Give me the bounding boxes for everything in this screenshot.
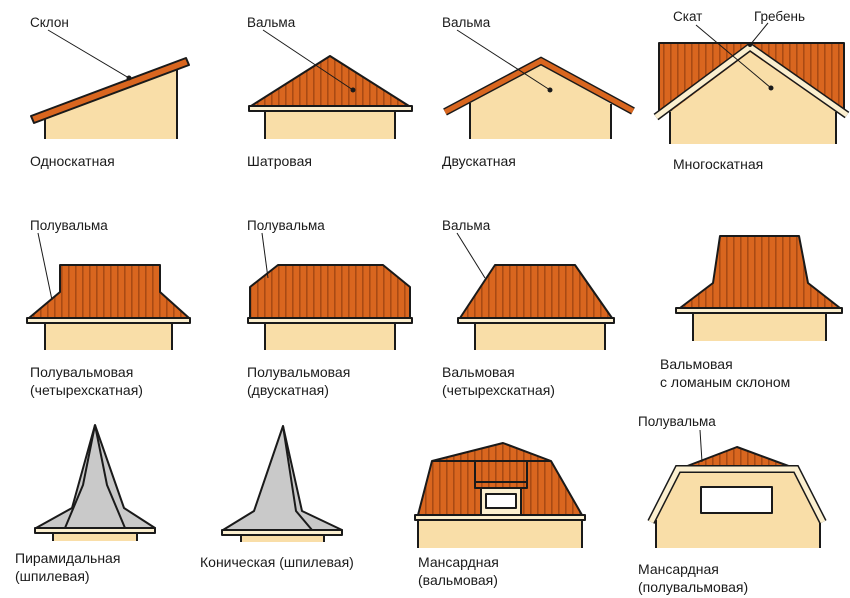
caption: (шпилевая): [15, 568, 90, 584]
roof: [443, 58, 635, 115]
figure-hip-roof: Вальма Вальмовая (четырехскатная): [442, 218, 615, 398]
caption: (четырехскатная): [442, 382, 555, 398]
roof-slope: [30, 57, 190, 124]
caption: Односкатная: [30, 153, 115, 169]
caption: с ломаным склоном: [660, 374, 790, 390]
figure-pyramidal-spire: Пирамидальная (шпилевая): [15, 424, 156, 584]
half-hip: [681, 446, 795, 469]
wall: [45, 66, 177, 139]
caption: (двускатная): [247, 382, 329, 398]
figure-shed-roof: Склон Односкатная: [30, 15, 190, 169]
roof: [459, 264, 613, 319]
eave: [648, 466, 826, 524]
label: Вальма: [247, 15, 296, 30]
caption: Шатровая: [247, 153, 312, 169]
roof: [250, 55, 410, 107]
label: Вальма: [442, 15, 491, 30]
spire-roof: [222, 425, 343, 531]
label: Вальма: [442, 218, 491, 233]
figure-mansard-hip: Мансардная (вальмовая): [414, 442, 586, 588]
label: Гребень: [754, 9, 805, 24]
roof: [28, 264, 190, 319]
caption: Полувальмовая: [247, 364, 350, 380]
spire-roof: [35, 424, 156, 529]
roof: [679, 235, 841, 309]
label: Полувальма: [30, 218, 108, 233]
dormer-window: [485, 493, 517, 509]
caption: Двускатная: [442, 153, 516, 169]
figure-gable-roof: Вальма Двускатная: [442, 15, 635, 169]
label: Склон: [30, 15, 69, 30]
caption: (вальмовая): [418, 572, 498, 588]
roof: [249, 264, 411, 319]
label: Полувальма: [247, 218, 325, 233]
window: [700, 486, 773, 514]
caption: Многоскатная: [673, 156, 763, 172]
figure-tent-roof: Вальма Шатровая: [247, 15, 413, 169]
figure-broken-hip-roof: Вальмовая с ломаным склоном: [660, 235, 843, 390]
caption: Вальмовая: [660, 356, 733, 372]
figure-conical-spire: Коническая (шпилевая): [200, 425, 354, 570]
leader-line: [47, 29, 130, 79]
caption: Мансардная: [418, 554, 499, 570]
eave: [248, 105, 413, 112]
caption: Полувальмовая: [30, 364, 133, 380]
caption: (четырехскатная): [30, 382, 143, 398]
label: Скат: [673, 9, 702, 24]
figure-multi-slope-roof: Скат Гребень Многоскатная: [653, 9, 850, 172]
caption: Коническая (шпилевая): [200, 554, 354, 570]
figure-half-hip-gable: Полувальма Полувальмовая (двускатная): [247, 218, 413, 398]
caption: Вальмовая: [442, 364, 515, 380]
caption: Мансардная: [638, 561, 719, 577]
figure-half-hip-four-slope: Полувальма Полувальмовая (четырехскатная…: [26, 218, 191, 398]
label: Полувальма: [638, 414, 716, 429]
caption: Пирамидальная: [15, 550, 120, 566]
caption: (полувальмовая): [638, 579, 748, 595]
figure-mansard-half-hip: Полувальма Мансардная (полувальмовая): [638, 414, 827, 595]
